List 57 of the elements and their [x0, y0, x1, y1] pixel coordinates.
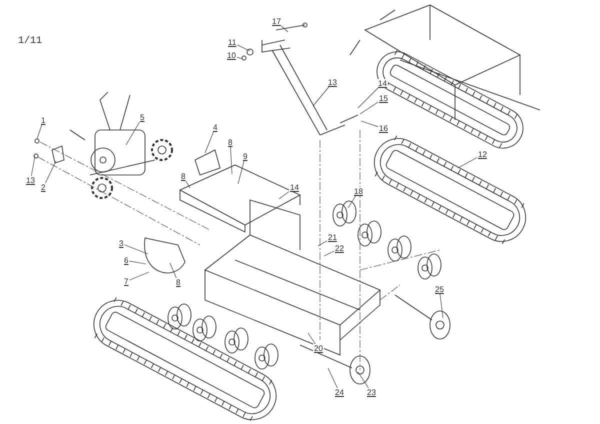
leader-line — [348, 196, 356, 208]
callout-number: 4 — [212, 123, 218, 132]
callout-number: 8 — [175, 278, 182, 287]
callout-number: 17 — [271, 17, 282, 26]
callout-number: 5 — [139, 113, 146, 122]
callout-number: 24 — [334, 388, 345, 397]
leader-line — [312, 86, 330, 106]
leader-line — [186, 180, 190, 188]
callout-number: 14 — [377, 79, 388, 88]
callout-number: 6 — [123, 256, 130, 265]
leader-line — [170, 262, 177, 278]
leader-line — [324, 250, 334, 256]
page-number: 1/11 — [18, 36, 42, 47]
callout-number: 20 — [313, 344, 324, 353]
callout-number: 21 — [327, 233, 338, 242]
callout-number: 22 — [334, 244, 345, 253]
leader-line — [238, 160, 244, 184]
leader-line — [440, 294, 444, 318]
callout-number: 3 — [118, 239, 124, 248]
leader-line — [124, 244, 148, 254]
leader-line — [237, 44, 250, 52]
leader-line — [278, 191, 290, 200]
callout-number: 18 — [353, 187, 364, 196]
callout-number: 25 — [434, 285, 445, 294]
callout-number: 12 — [477, 150, 488, 159]
callout-number: 16 — [378, 124, 389, 133]
leader-line — [281, 26, 288, 32]
callout-number: 9 — [242, 152, 248, 161]
callout-number: 13 — [25, 176, 36, 185]
callout-number: 7 — [123, 277, 130, 286]
leader-line — [129, 272, 150, 280]
leader-line — [318, 240, 328, 246]
leader-line — [360, 102, 378, 114]
leader-line — [36, 124, 42, 140]
callout-number: 23 — [366, 388, 377, 397]
callout-number: 11 — [227, 38, 238, 47]
leader-line — [45, 160, 56, 184]
leader-line — [328, 368, 338, 388]
leader-line — [358, 88, 378, 108]
leader-line — [126, 122, 140, 146]
callout-number: 15 — [378, 94, 389, 103]
callout-number: 13 — [327, 78, 338, 87]
leader-line — [308, 332, 316, 344]
leader-line — [31, 156, 36, 176]
leader-line — [236, 56, 244, 60]
callout-number: 14 — [289, 183, 300, 192]
callout-number: 8 — [180, 172, 186, 181]
callout-number: 1 — [40, 116, 46, 125]
leader-line — [458, 157, 478, 168]
callout-number: 8 — [227, 138, 234, 147]
callout-number: 10 — [226, 51, 237, 60]
callout-number: 2 — [40, 183, 46, 192]
leader-line — [230, 146, 232, 174]
leader-line — [360, 120, 378, 127]
leader-line — [204, 132, 214, 154]
leader-line — [129, 260, 146, 264]
leader-line — [358, 372, 369, 388]
